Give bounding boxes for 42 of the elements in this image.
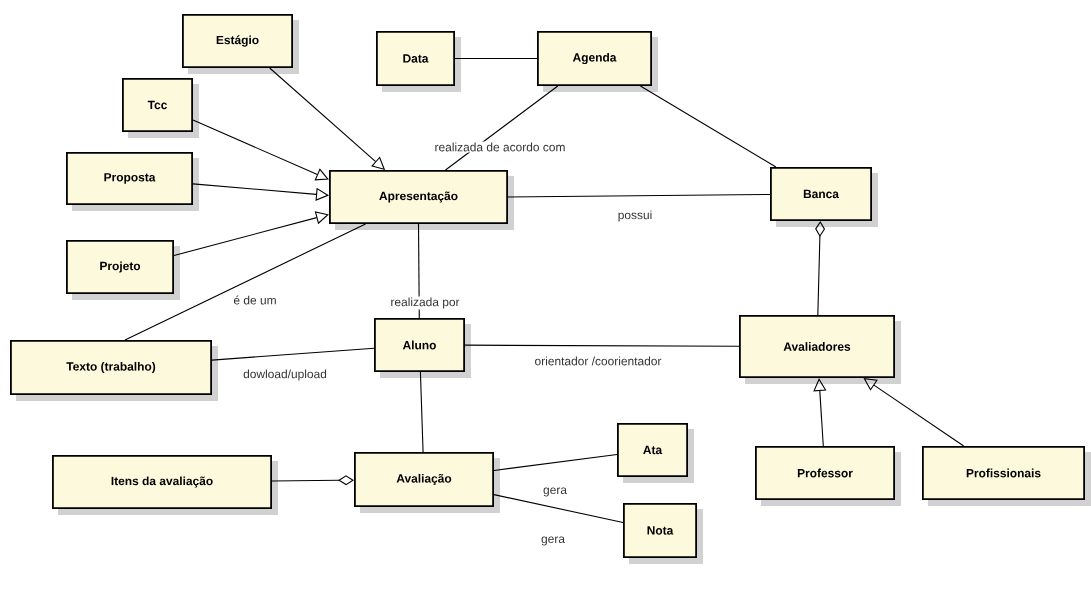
edge-label: gera [540,535,566,547]
connector [813,378,827,447]
connector [211,347,375,361]
edge-label: é de um [232,294,278,306]
class-box: Ata [617,423,694,483]
edge-label: realizada por [389,296,461,310]
connector [639,85,777,168]
connector [173,211,329,257]
class-box: Proposta [66,152,199,211]
connector [454,57,538,60]
class-box: Estágio [182,14,299,74]
class-box: Tcc [122,78,199,138]
class-box: Apresentação [329,170,514,230]
class-box: Nota [623,503,703,564]
edge-label: orientador /coorientador [533,355,663,367]
connector [444,85,559,171]
class-box: Avaliação [354,452,500,513]
class-box: Texto (trabalho) [10,340,218,401]
class-box: Professor [755,446,901,506]
edge-label: realizada de acordo com [433,141,567,153]
connector [124,223,367,341]
connector [419,371,424,453]
connector [863,378,965,447]
connector [417,223,420,319]
connector [493,454,618,471]
class-box: Profissionais [922,446,1091,506]
edge-label: possui [616,209,654,223]
edge-label: dowload/upload [242,368,328,382]
connector [192,183,329,201]
connector [271,475,354,486]
connector [464,344,740,347]
class-box: Aluno [374,318,471,378]
class-box: Banca [770,167,878,227]
connector [192,119,329,181]
class-box: Projeto [66,240,180,300]
edge-label: gera [542,486,568,498]
class-box: Agenda [537,31,658,92]
connector [493,494,624,524]
class-box: Avaliadores [739,315,901,384]
class-box: Data [376,31,461,92]
class-box: Itens da avaliação [52,455,278,515]
connector [507,193,771,198]
